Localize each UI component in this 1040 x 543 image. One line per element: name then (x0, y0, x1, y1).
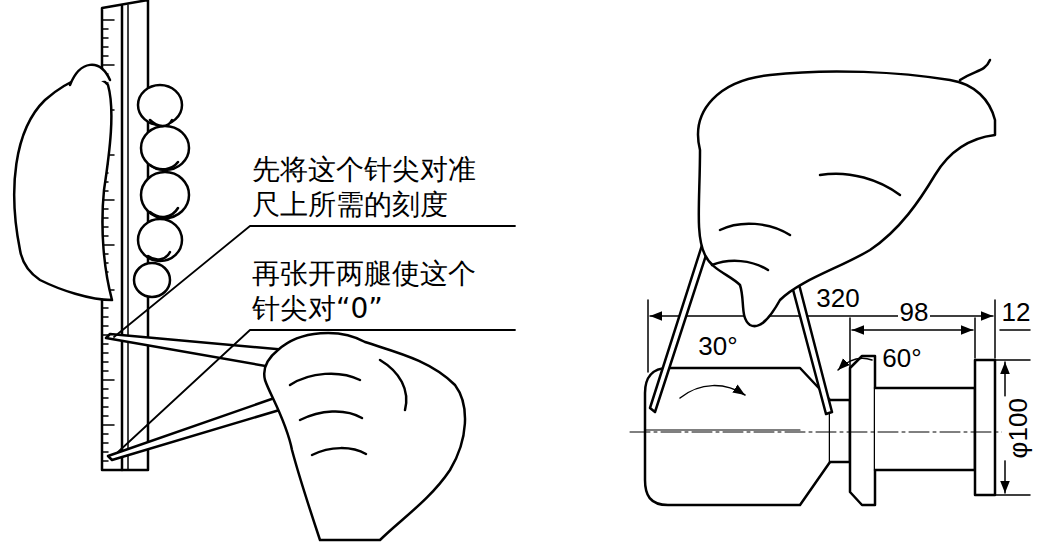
hand (698, 60, 995, 326)
ruler-tick (102, 343, 108, 345)
ruler-tick (102, 460, 108, 462)
dimension-text: 320 (814, 282, 861, 315)
dimension-line (648, 300, 1030, 495)
ruler-tick (102, 55, 108, 57)
hand (14, 65, 189, 300)
dimension-text: φ100 (1002, 396, 1035, 460)
ruler-tick (102, 325, 108, 327)
ruler-tick (102, 316, 108, 318)
note-text: 先将这个针尖对准 尺上所需的刻度 (252, 152, 522, 222)
angle-text: 30° (696, 330, 739, 363)
ruler-tick (102, 19, 114, 21)
ruler-tick (102, 424, 114, 426)
dimension-text: 98 (898, 296, 931, 329)
ruler-tick (102, 442, 108, 444)
ruler-tick (102, 46, 108, 48)
ruler-tick (102, 415, 108, 417)
ruler-tick (102, 37, 108, 39)
ruler-tick (102, 451, 108, 453)
ruler-tick (102, 433, 108, 435)
ruler-tick (102, 64, 114, 66)
dimension-text: 12 (1000, 296, 1033, 329)
hand (264, 333, 465, 540)
angle-text: 60° (880, 342, 923, 375)
ruler-tick (102, 406, 108, 408)
ruler-tick (102, 379, 114, 381)
ruler-tick (102, 388, 108, 390)
ruler-tick (102, 307, 108, 309)
ruler-tick (102, 361, 108, 363)
ruler-tick (102, 28, 108, 30)
ruler-tick (102, 370, 108, 372)
stepped-shaft (630, 356, 1030, 505)
ruler-tick (102, 397, 108, 399)
note-text: 再张开两腿使这个 针尖对“0” (252, 256, 522, 326)
ruler-tick (102, 352, 108, 354)
